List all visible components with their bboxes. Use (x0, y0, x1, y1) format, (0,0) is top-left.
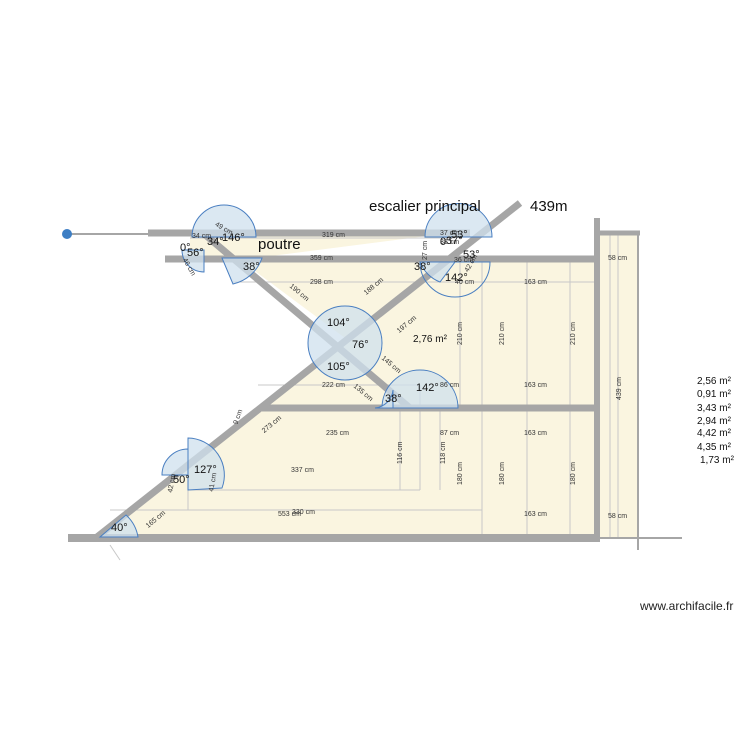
dim-37: 37 cm (440, 230, 459, 237)
dim-210c: 210 cm (570, 322, 577, 345)
angle-104: 104° (327, 317, 350, 329)
area-item: 2,56 m² (697, 376, 732, 387)
dim-36: 36 cm (454, 257, 473, 264)
dim-337: 337 cm (291, 467, 314, 474)
angle-142b: 142° (416, 382, 439, 394)
area-item: 4,42 m² (697, 428, 732, 439)
angle-105: 105° (327, 361, 350, 373)
angle-142a: 142° (445, 272, 468, 284)
dim-222: 222 cm (322, 382, 345, 389)
angle-76: 76° (352, 339, 369, 351)
dim-27: 27 cm (422, 241, 429, 260)
angle-0: 0° (180, 242, 191, 254)
dim-58b: 58 cm (608, 513, 627, 520)
dim-163b: 163 cm (524, 382, 547, 389)
label-stair-height: 439m (530, 198, 568, 215)
angle-53b: 53° (463, 249, 480, 261)
dim-9: 9 cm (233, 409, 245, 426)
arc-mid-right-a (381, 369, 459, 409)
dim-86: 86 cm (440, 382, 459, 389)
dim-116: 116 cm (397, 441, 404, 464)
angle-53a: 53° (451, 229, 468, 241)
angle-127: 127° (194, 464, 217, 476)
dim-298: 298 cm (310, 279, 333, 286)
angle-56: 56° (187, 247, 204, 259)
dim-40: 40 cm (455, 279, 474, 286)
arc-mid-right-b (374, 389, 394, 409)
dim-319: 319 cm (322, 232, 345, 239)
angle-34: 34° (207, 236, 224, 248)
arc-top-right-c (419, 261, 491, 298)
angle-labels: 146° 34° 56° 0° 38° 38° 38° 142° 142° 10… (111, 229, 480, 534)
wall-diagonal-stair (94, 200, 523, 540)
dim-163c: 163 cm (524, 430, 547, 437)
dim-330: 330 cm (292, 509, 315, 516)
area-item: 1,73 m² (700, 455, 735, 466)
area-item: 2,94 m² (697, 416, 732, 427)
angle-37: 37° (446, 235, 463, 247)
arc-top-right-a (424, 203, 493, 238)
dim-235: 235 cm (326, 430, 349, 437)
area-item: 0,91 m² (697, 389, 732, 400)
angle-arcs (98, 203, 493, 538)
dim-38: 38 cm (440, 239, 459, 246)
dim-34: 34 cm (192, 233, 211, 240)
dim-553: 553 cm (278, 511, 301, 518)
dim-163a: 163 cm (524, 279, 547, 286)
label-poutre: poutre (258, 236, 301, 253)
dim-163d: 163 cm (524, 511, 547, 518)
dim-41: 41 cm (208, 472, 218, 492)
label-stair: escalier principal (369, 198, 481, 215)
angle-0b: 0° (440, 236, 451, 248)
angle-40: 40° (111, 522, 128, 534)
dim-180c: 180 cm (570, 462, 577, 485)
dim-87: 87 cm (440, 430, 459, 437)
angle-38a: 38° (243, 261, 260, 273)
arc-lower-left-b (161, 448, 189, 476)
area-list: 2,56 m² 0,91 m² 3,43 m² 2,94 m² 4,42 m² … (697, 376, 735, 466)
dim-42: 42 cm (167, 473, 177, 493)
dim-210b: 210 cm (499, 322, 506, 345)
dim-210a: 210 cm (457, 322, 464, 345)
watermark[interactable]: www.archifacile.fr (639, 599, 733, 613)
dim-180a: 180 cm (457, 462, 464, 485)
angle-38b: 38° (414, 261, 431, 273)
dim-118: 118 cm (440, 441, 447, 464)
arc-top-left-b (181, 249, 205, 273)
angle-50: 50° (173, 474, 190, 486)
angle-38c: 38° (385, 393, 402, 405)
arc-top-left-c (221, 257, 263, 285)
arc-center (307, 305, 383, 381)
area-center: 2,76 m² (413, 334, 448, 345)
dim-58a: 58 cm (608, 255, 627, 262)
area-item: 3,43 m² (697, 403, 732, 414)
arc-bottom-left (98, 514, 139, 538)
endpoint-marker[interactable] (62, 229, 72, 239)
arc-top-left-a (191, 204, 257, 238)
dim-180b: 180 cm (499, 462, 506, 485)
angle-146: 146° (222, 232, 245, 244)
area-item: 4,35 m² (697, 442, 732, 453)
arc-lower-left (187, 437, 225, 491)
dim-359: 359 cm (310, 255, 333, 262)
dim-439: 439 cm (616, 377, 623, 400)
room-upper-left[interactable] (190, 233, 450, 260)
